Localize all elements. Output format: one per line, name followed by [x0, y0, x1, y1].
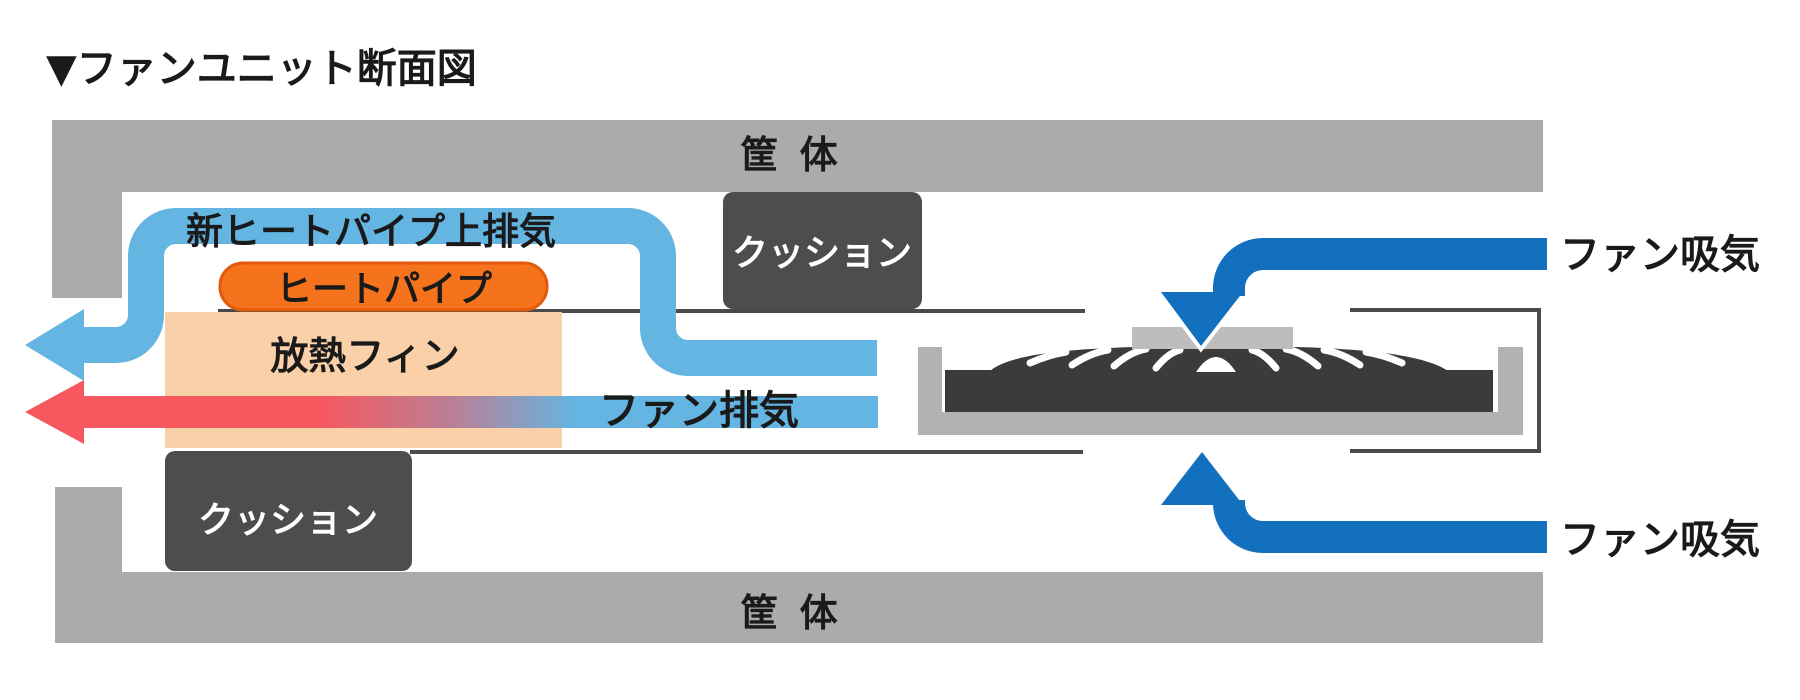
- top-plate-line-right-and-edge: [1350, 308, 1541, 453]
- chassis-top-bar: [52, 120, 1543, 192]
- fan-exhaust-arrowhead-icon: [25, 380, 84, 444]
- cushion-top-box: [723, 192, 922, 309]
- fan-exhaust-label: ファン排気: [599, 388, 799, 434]
- upper-exhaust-label: 新ヒートパイプ上排気: [186, 210, 556, 253]
- heatsink-fin-label: 放熱フィン: [270, 334, 459, 378]
- upper-exhaust-pipe: [84, 208, 877, 376]
- fan-intake-bottom-arrowhead-icon: [1161, 452, 1243, 505]
- cushion-top: クッション: [723, 192, 922, 309]
- fan-exhaust-band: [84, 396, 878, 428]
- heat-pipe-label: ヒートパイプ: [276, 269, 492, 310]
- upper-exhaust-flow-arrow: 新ヒートパイプ上排気: [25, 208, 877, 381]
- diagram-title: ▼ファンユニット断面図: [46, 46, 477, 92]
- fan-intake-bottom-pipe: [1213, 500, 1547, 553]
- fan-hub-block: [1132, 327, 1293, 349]
- fan-intake-top-flow-arrow: ファン吸気: [1153, 232, 1760, 353]
- cushion-bottom: クッション: [165, 451, 412, 571]
- chassis-bottom-bar: [55, 572, 1543, 643]
- fan-blade-slits: [1026, 345, 1406, 372]
- fan-intake-bottom-label: ファン吸気: [1560, 517, 1760, 563]
- chassis-top-left-riser: [52, 190, 122, 298]
- chassis-bottom-label: 筐 体: [740, 591, 841, 635]
- heat-pipe: ヒートパイプ: [218, 261, 549, 312]
- fan-tray: [918, 347, 1523, 435]
- cushion-bottom-box: [165, 451, 412, 571]
- fan-blades-icon: [990, 345, 1448, 372]
- fan-intake-top-pipe: [1213, 238, 1547, 296]
- fan-center-opening: [1196, 357, 1236, 372]
- fan-intake-top-label: ファン吸気: [1560, 232, 1760, 278]
- fan-base: [945, 370, 1493, 412]
- chassis-top-label: 筐 体: [740, 133, 841, 177]
- chassis-bottom: 筐 体: [55, 487, 1543, 643]
- cushion-bottom-label: クッション: [198, 500, 378, 541]
- heat-pipe-box: [218, 261, 549, 312]
- cushion-top-label: クッション: [732, 233, 912, 274]
- chassis-top: 筐 体: [52, 120, 1543, 298]
- chassis-bottom-left-riser: [55, 487, 122, 575]
- fan-intake-bottom-flow-arrow: ファン吸気: [1161, 452, 1760, 563]
- upper-exhaust-arrowhead-icon: [25, 309, 84, 381]
- fan-exhaust-flow-arrow: ファン排気: [25, 380, 878, 444]
- fan-intake-top-arrowhead-icon: [1161, 292, 1243, 346]
